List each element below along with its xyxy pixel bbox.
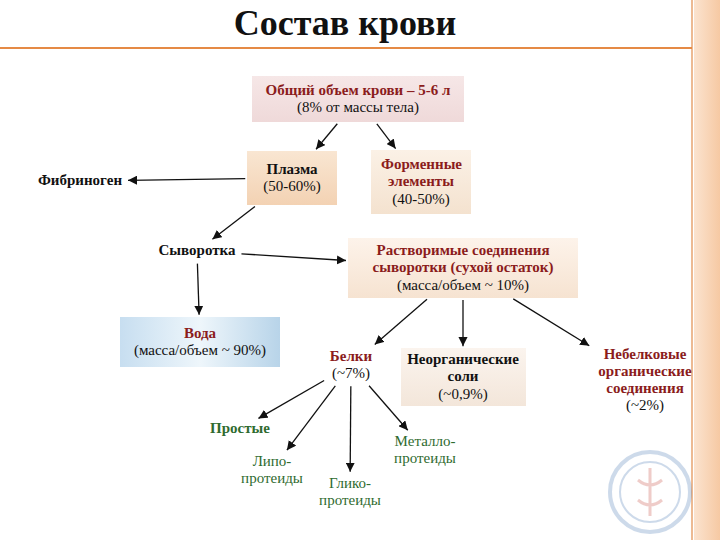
node-heading: Небелковые органические соединения	[593, 346, 697, 398]
node-value: (~7%)	[330, 365, 372, 382]
flow-arrow	[377, 124, 396, 149]
node-heading: Липо- протеиды	[239, 453, 305, 488]
node-heading: Фибриноген	[38, 172, 122, 189]
node-heading: Общий объем крови – 5-6 л	[266, 82, 451, 99]
metalloproteins-label: Металло- протеиды	[389, 432, 461, 469]
node-heading: Металло- протеиды	[392, 433, 458, 468]
node-value: (масса/объем ~ 10%)	[356, 277, 570, 294]
soluble-compounds-box: Растворимые соединения сыворотки (сухой …	[348, 238, 578, 298]
side-band	[694, 0, 720, 540]
node-value: (50-60%)	[263, 178, 320, 195]
node-heading: Плазма	[263, 161, 320, 178]
flow-arrow	[212, 206, 255, 239]
flow-arrow	[316, 124, 337, 149]
formed-elements-box: Форменные элементы(40-50%)	[371, 150, 471, 214]
node-heading: Сыворотка	[159, 242, 236, 259]
flow-arrow	[375, 299, 427, 344]
flow-arrow	[258, 380, 324, 418]
nonprotein-label: Небелковые органические соединения(~2%)	[591, 344, 699, 417]
glycoproteins-label: Глико- протеиды	[314, 474, 386, 511]
plasma-box: Плазма(50-60%)	[247, 151, 336, 206]
node-heading: Растворимые соединения сыворотки (сухой …	[356, 242, 570, 277]
node-heading: Вода	[134, 325, 266, 342]
lipoproteins-label: Липо- протеиды	[236, 452, 308, 489]
node-heading: Белки	[330, 348, 372, 365]
emblem	[610, 452, 690, 532]
node-heading: Глико- протеиды	[317, 475, 383, 510]
serum-label: Сыворотка	[155, 240, 240, 261]
flow-arrow	[350, 386, 352, 472]
node-value: (40-50%)	[381, 191, 461, 208]
water-box: Вода(масса/объем ~ 90%)	[120, 317, 280, 368]
title-rule	[0, 47, 692, 49]
fibrinogen-label: Фибриноген	[34, 170, 126, 191]
simple-proteins-label: Простые	[207, 419, 273, 438]
flow-arrow	[287, 386, 335, 450]
flow-arrow	[513, 299, 589, 346]
salts-box: Неорганические соли(~0,9%)	[401, 348, 526, 406]
node-heading: Форменные элементы	[381, 156, 461, 191]
flow-arrow	[241, 254, 346, 261]
node-heading: Неорганические соли	[407, 351, 520, 386]
slide-title: Состав крови	[0, 2, 690, 44]
flow-arrow	[128, 179, 245, 181]
side-rule	[691, 0, 693, 540]
node-value: (8% от массы тела)	[266, 99, 451, 116]
total-volume-box: Общий объем крови – 5-6 л(8% от массы те…	[252, 76, 465, 123]
flow-arrow	[197, 264, 199, 315]
flow-arrow	[462, 300, 463, 346]
proteins-label: Белки(~7%)	[326, 346, 376, 385]
node-value: (~0,9%)	[407, 386, 520, 403]
node-value: (масса/объем ~ 90%)	[134, 342, 266, 359]
node-value: (~2%)	[593, 397, 697, 414]
node-heading: Простые	[210, 420, 270, 437]
